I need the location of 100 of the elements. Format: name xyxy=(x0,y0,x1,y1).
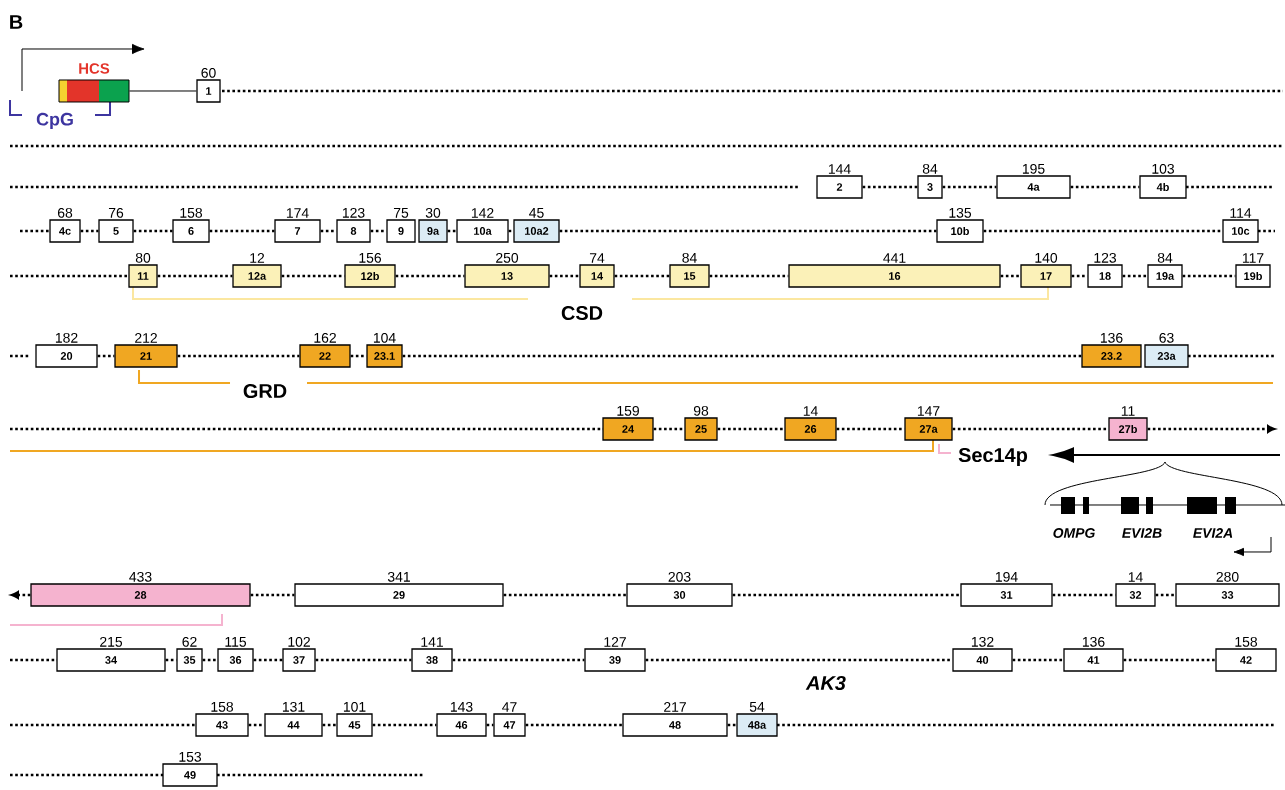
intron-line xyxy=(452,658,585,662)
exon-box: 49 xyxy=(162,763,218,787)
exon-box: 9a xyxy=(418,219,448,243)
length-label: 153 xyxy=(179,751,201,762)
intron-line xyxy=(253,658,283,662)
region-label: CpG xyxy=(36,112,73,130)
exon-box: 32 xyxy=(1115,583,1156,607)
length-label: 158 xyxy=(1235,636,1258,647)
length-label: 215 xyxy=(100,636,123,647)
length-label: 123 xyxy=(342,207,365,218)
intron-line xyxy=(549,274,580,278)
length-label: 54 xyxy=(749,702,765,712)
intron-line xyxy=(372,723,437,727)
length-label: 341 xyxy=(387,571,410,582)
length-label: 74 xyxy=(589,253,605,263)
length-label: 162 xyxy=(314,332,336,343)
exon-box: 21 xyxy=(114,344,178,368)
exon-box: 14 xyxy=(579,264,615,288)
exon-box: 30 xyxy=(626,583,733,607)
exon-box: 6 xyxy=(172,219,210,243)
exon-box: 12a xyxy=(232,264,282,288)
exon-box: 38 xyxy=(411,648,453,672)
intron-line xyxy=(248,723,265,727)
length-label: 103 xyxy=(1152,163,1174,174)
intron-line xyxy=(614,274,670,278)
exon-box: 19b xyxy=(1235,264,1271,288)
intron-line xyxy=(486,723,494,727)
exon-box: 28 xyxy=(30,583,251,607)
exon-box: 46 xyxy=(436,713,487,737)
length-label: 12 xyxy=(250,253,265,263)
exon-box: 48a xyxy=(736,713,778,737)
exon-box: 23a xyxy=(1144,344,1189,368)
intron-line xyxy=(1122,274,1148,278)
length-label: 98 xyxy=(693,405,709,416)
intron-line xyxy=(942,185,997,189)
intron-line xyxy=(1070,185,1140,189)
intron-line xyxy=(1012,658,1064,662)
length-label: 135 xyxy=(949,207,972,218)
exon-box: 23.2 xyxy=(1081,344,1142,368)
exon-box: 10a2 xyxy=(513,219,560,243)
intron-line xyxy=(315,658,412,662)
length-label: 45 xyxy=(529,208,544,218)
length-label: 84 xyxy=(922,163,938,174)
domain-label: CSD xyxy=(561,305,603,321)
intron-line xyxy=(10,591,31,599)
exon-box: 27b xyxy=(1108,417,1148,441)
length-label: 280 xyxy=(1216,571,1239,582)
length-label: 217 xyxy=(664,702,686,712)
exon-box: 33 xyxy=(1175,583,1280,607)
intron-line xyxy=(322,723,337,727)
length-label: 114 xyxy=(1230,208,1252,218)
exon-box: 9 xyxy=(386,219,416,243)
exon-box: 22 xyxy=(299,344,351,368)
length-label: 142 xyxy=(471,208,494,218)
length-label: 123 xyxy=(1094,252,1116,263)
exon-box: 40 xyxy=(952,648,1013,672)
length-label: 75 xyxy=(393,208,409,218)
length-label: 136 xyxy=(1100,332,1123,343)
intron-line xyxy=(202,658,218,662)
length-label: 84 xyxy=(682,252,697,263)
exon-box: 10c xyxy=(1222,219,1259,243)
intron-line xyxy=(80,229,99,233)
length-label: 250 xyxy=(496,252,519,263)
length-label: 117 xyxy=(1242,253,1264,263)
length-label: 136 xyxy=(1082,636,1105,647)
intron-line xyxy=(402,354,1082,358)
length-label: 63 xyxy=(1159,332,1174,343)
intron-line xyxy=(1000,274,1021,278)
exon-box: 10b xyxy=(936,219,984,243)
exon-box: 4b xyxy=(1139,175,1187,199)
exon-box: 37 xyxy=(282,648,316,672)
intron-line xyxy=(862,185,918,189)
length-label: 62 xyxy=(182,636,197,647)
intron-line xyxy=(717,427,785,431)
exon-box: 3 xyxy=(917,175,943,199)
exon-box: 11 xyxy=(128,264,158,288)
exon-box: 15 xyxy=(669,264,710,288)
length-label: 141 xyxy=(421,637,443,647)
length-label: 174 xyxy=(286,208,309,218)
length-label: 104 xyxy=(373,332,396,343)
domain-label: Sec14p xyxy=(958,447,1028,466)
gene-label: EVI2B xyxy=(1122,528,1162,538)
exon-box: 17 xyxy=(1020,264,1072,288)
exon-box: 42 xyxy=(1215,648,1277,672)
exon-box: 5 xyxy=(98,219,134,243)
length-label: 212 xyxy=(135,333,157,343)
intron-line xyxy=(727,723,737,727)
length-label: 156 xyxy=(359,252,381,263)
intron-line xyxy=(350,354,367,358)
exon-box: 25 xyxy=(684,417,718,441)
exon-box: 24 xyxy=(602,417,654,441)
length-label: 433 xyxy=(129,571,152,582)
length-label: 147 xyxy=(917,406,940,416)
length-label: 84 xyxy=(1157,252,1173,263)
exon-box: 36 xyxy=(217,648,254,672)
length-label: 140 xyxy=(1035,252,1058,263)
exon-box: 12b xyxy=(344,264,396,288)
intron-line xyxy=(1071,274,1088,278)
exon-box: 45 xyxy=(336,713,373,737)
intron-line xyxy=(653,427,685,431)
